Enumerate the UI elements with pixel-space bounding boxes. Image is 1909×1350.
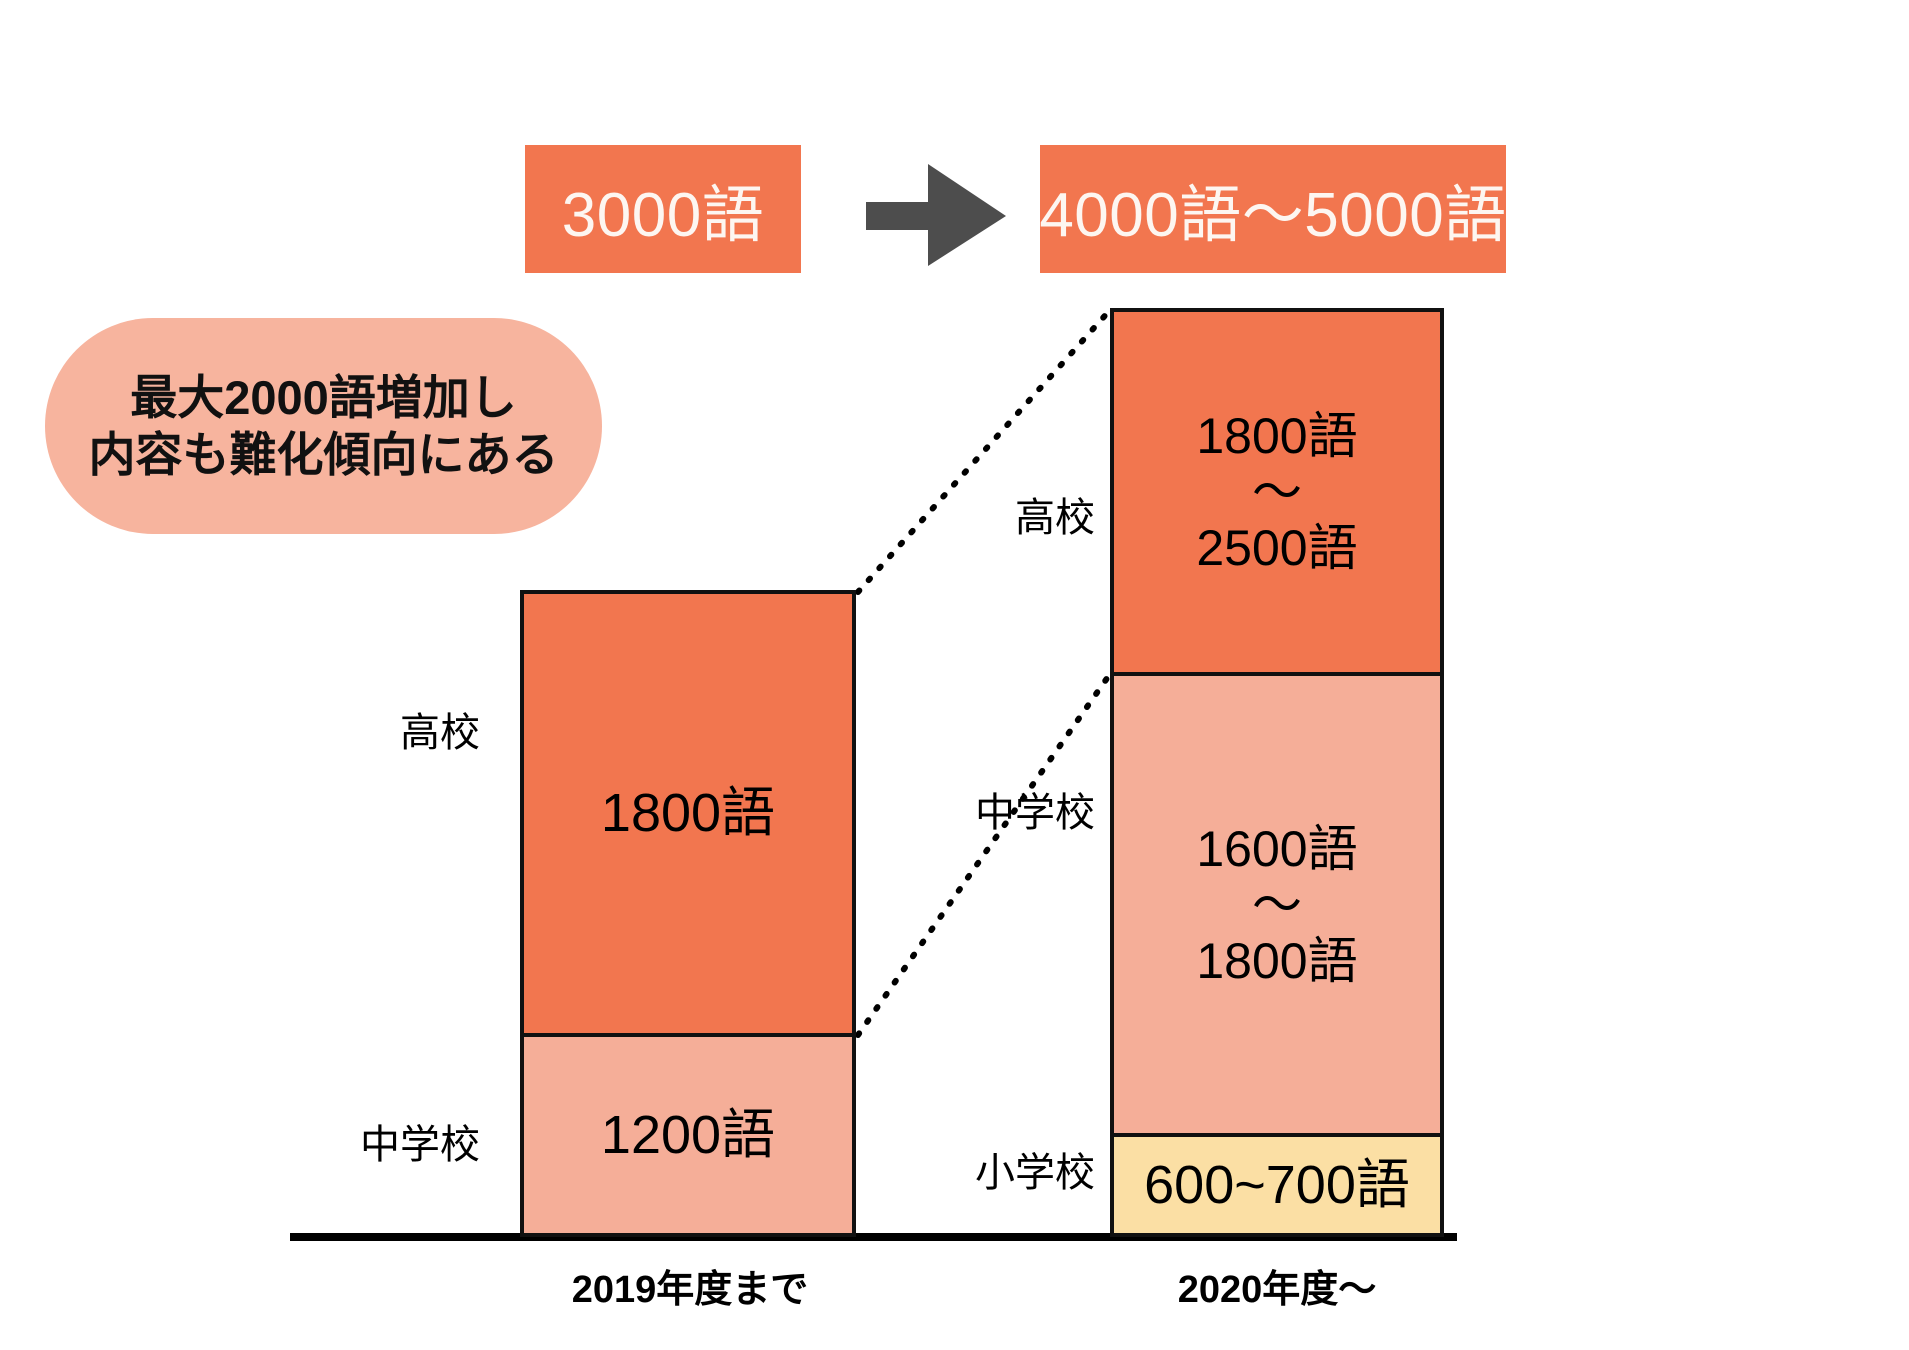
callout-line-1: 最大2000語増加し [130, 370, 517, 424]
bar-value-right-high-school-min: 1800語 [1196, 408, 1358, 464]
bar-segment-right-junior-high: 1600語 ～ 1800語 [1110, 672, 1444, 1137]
bar-value-right-elementary: 600~700語 [1144, 1154, 1410, 1215]
bar-value-left-junior-high: 1200語 [600, 1104, 776, 1165]
axis-tick-label-2020: 2020年度～ [1177, 1269, 1377, 1311]
bar-value-left-high-school: 1800語 [600, 783, 776, 844]
chart-baseline-axis [290, 1233, 1457, 1241]
bar-value-right-high-school-max: 2500語 [1196, 520, 1358, 576]
bar-value-right-high-school-tilde: ～ [1252, 464, 1302, 520]
bar-label-right-elementary: 小学校 [975, 1151, 1095, 1195]
bar-segment-left-junior-high: 1200語 [520, 1033, 856, 1237]
right-arrow-icon [866, 164, 1006, 266]
bar-value-right-junior-high-max: 1800語 [1196, 932, 1358, 989]
axis-tick-label-2019: 2019年度まで [571, 1269, 809, 1311]
connector-top-line [855, 307, 1113, 595]
bar-label-right-junior-high: 中学校 [975, 791, 1095, 835]
total-words-before-banner: 3000語 [525, 145, 801, 273]
total-words-before-label: 3000語 [561, 181, 765, 250]
bar-value-right-junior-high-tilde: ～ [1252, 876, 1302, 933]
total-words-after-banner: 4000語～5000語 [1039, 145, 1507, 273]
bar-segment-right-elementary: 600~700語 [1110, 1133, 1444, 1237]
bar-label-right-high-school: 高校 [1015, 496, 1095, 540]
total-words-after-label: 4000語～5000語 [1039, 181, 1507, 250]
bar-segment-left-high-school: 1800語 [520, 590, 856, 1037]
callout-line-2: 内容も難化傾向にある [88, 428, 559, 481]
bar-label-left-high-school: 高校 [400, 711, 480, 755]
callout-bubble: 最大2000語増加し 内容も難化傾向にある [45, 318, 602, 534]
bar-value-right-junior-high-min: 1600語 [1196, 820, 1358, 877]
bar-segment-right-high-school: 1800語 ～ 2500語 [1110, 308, 1444, 676]
bar-label-left-junior-high: 中学校 [360, 1123, 480, 1167]
connector-mid-line [855, 671, 1113, 1038]
